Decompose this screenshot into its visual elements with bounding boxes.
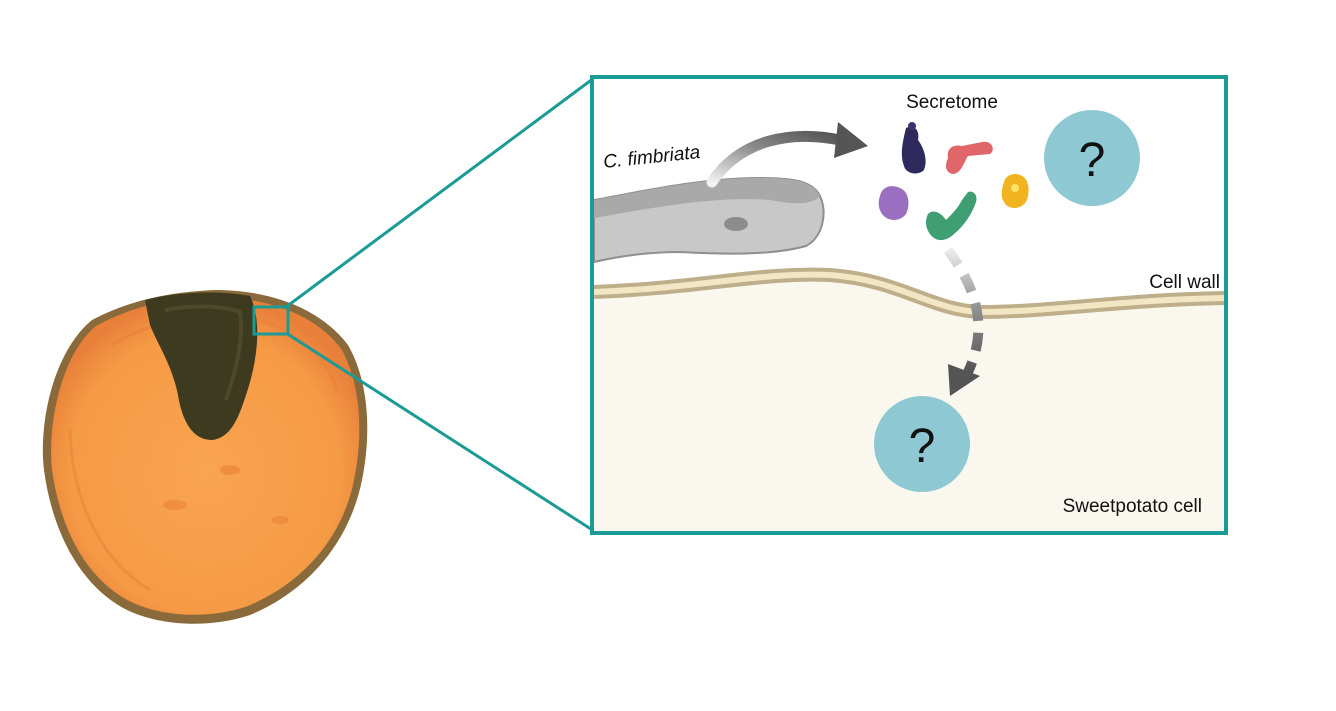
zoom-panel: ? ? Secretome C. fimbriata Cell wall Swe… bbox=[590, 75, 1228, 535]
unknown-top-label: ? bbox=[1079, 134, 1106, 187]
zoom-region bbox=[252, 305, 290, 336]
question-circle-top-icon: ? bbox=[1044, 110, 1140, 206]
protein-cluster-icon bbox=[878, 122, 1029, 241]
hypha-cell-icon bbox=[594, 176, 825, 264]
secretome-label: Secretome bbox=[906, 92, 998, 113]
cell-wall-label: Cell wall bbox=[1149, 272, 1220, 293]
zoom-line-top bbox=[285, 76, 595, 309]
host-cell-label: Sweetpotato cell bbox=[1063, 496, 1202, 517]
zoom-line-bottom bbox=[285, 331, 595, 533]
curved-arrow-icon bbox=[706, 130, 846, 188]
panel-frame bbox=[590, 75, 1228, 535]
question-circle-bottom-icon: ? bbox=[874, 396, 970, 492]
dashed-arrow-icon bbox=[943, 247, 984, 375]
unknown-bottom-label: ? bbox=[909, 420, 936, 473]
sweetpotato-slice-icon bbox=[42, 290, 368, 624]
